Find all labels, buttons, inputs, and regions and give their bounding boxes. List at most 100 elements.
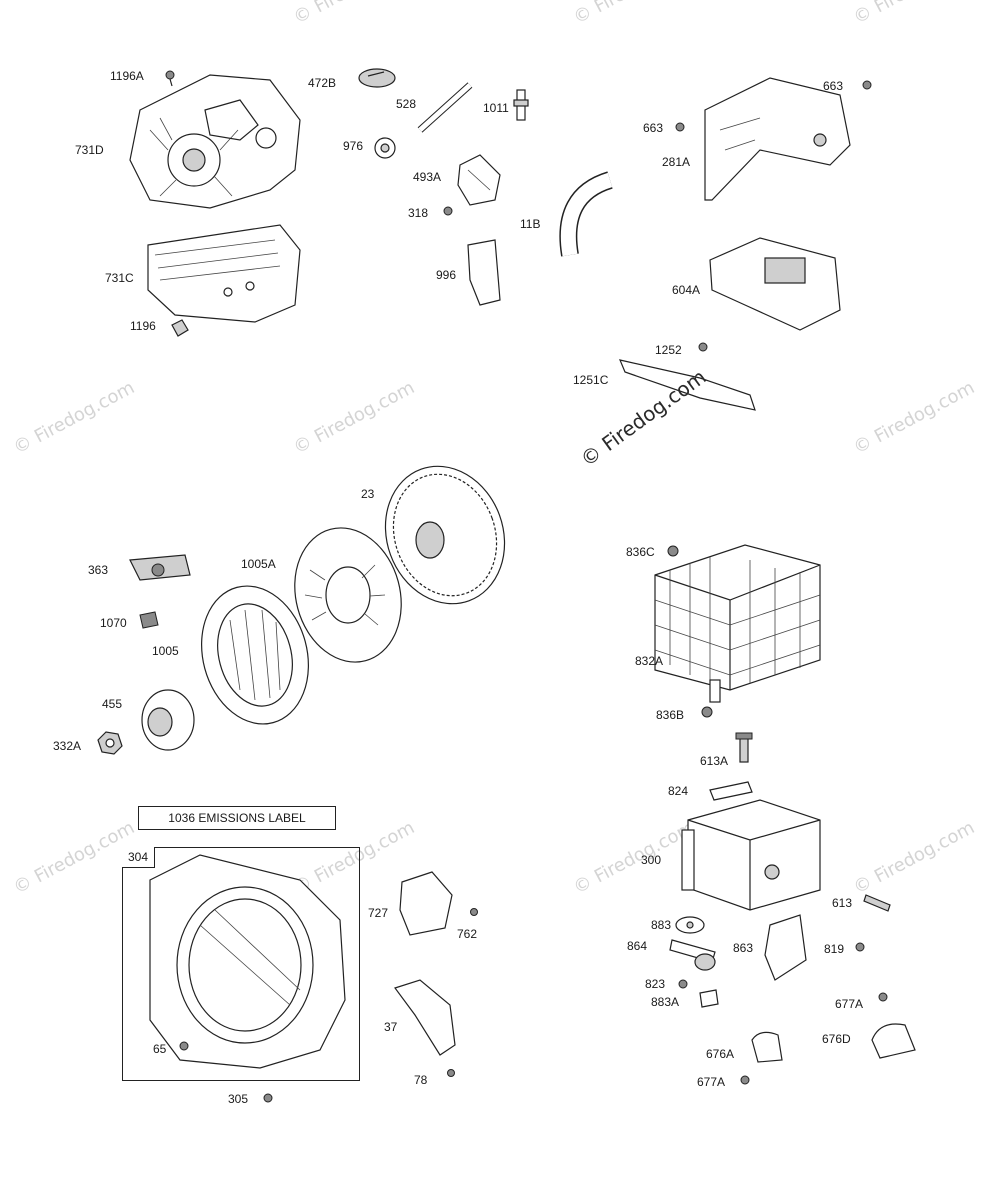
part-label: 604A — [672, 283, 701, 297]
part-528-hose — [417, 82, 473, 133]
part-label: 1196 — [130, 319, 156, 333]
part-label: 528 — [396, 97, 417, 111]
part-label: 731D — [75, 143, 104, 157]
frame-tag-304: 304 — [122, 847, 155, 868]
part-label: 677A — [697, 1075, 726, 1089]
part-1251C-bracket — [619, 359, 756, 411]
part-label: 731C — [105, 271, 134, 285]
part-864-flange — [669, 939, 716, 971]
part-label: 65 — [153, 1042, 167, 1056]
screw-677A-top — [878, 992, 888, 1002]
emissions-label: 1036 EMISSIONS LABEL — [138, 806, 336, 830]
screw-819 — [855, 942, 865, 952]
part-label: 11B — [520, 217, 541, 231]
part-832A-guard — [654, 544, 821, 703]
part-label: 318 — [408, 206, 429, 220]
screw-1070 — [139, 611, 159, 629]
part-731C-cover — [147, 224, 301, 323]
part-493A-bracket — [457, 154, 501, 206]
part-472B-cap — [358, 68, 396, 88]
screw-1196A — [165, 70, 175, 87]
screw-677A-bottom — [740, 1075, 750, 1085]
part-883-gasket — [675, 916, 705, 934]
part-label: 300 — [641, 853, 662, 867]
part-label: 832A — [635, 654, 664, 668]
part-label: 37 — [384, 1020, 398, 1034]
part-label: 676D — [822, 1032, 851, 1046]
part-label: 78 — [414, 1073, 428, 1087]
part-label: 976 — [343, 139, 364, 153]
screw-78 — [447, 1069, 455, 1077]
screw-318 — [443, 206, 453, 216]
part-23-flywheel — [384, 465, 506, 605]
screw-836B — [701, 706, 713, 718]
part-304-blower-housing — [149, 854, 346, 1069]
part-455-cup — [141, 689, 195, 751]
part-label: 1252 — [655, 343, 682, 357]
part-604A-shroud — [709, 237, 841, 331]
part-label: 305 — [228, 1092, 249, 1106]
part-label: 824 — [668, 784, 689, 798]
part-300-muffler — [681, 799, 821, 911]
part-label: 455 — [102, 697, 123, 711]
part-label: 1005A — [241, 557, 276, 571]
part-281A-shield — [704, 77, 851, 201]
screw-823 — [678, 979, 688, 989]
part-label: 836B — [656, 708, 685, 722]
part-label: 332A — [53, 739, 82, 753]
part-label: 663 — [823, 79, 844, 93]
part-676D-deflector — [871, 1023, 916, 1059]
part-863-bracket — [764, 914, 807, 981]
part-824-plate — [709, 781, 753, 801]
part-727-cover — [399, 871, 453, 936]
part-label: 363 — [88, 563, 109, 577]
part-label: 23 — [361, 487, 375, 501]
part-label: 864 — [627, 939, 648, 953]
bolt-613A — [735, 732, 753, 763]
part-1011-fitting — [513, 89, 529, 121]
screw-836C — [667, 545, 679, 557]
part-363-bracket — [129, 554, 191, 581]
screw-1196 — [171, 319, 189, 337]
part-label: 1196A — [110, 69, 144, 83]
part-label: 1070 — [100, 616, 127, 630]
part-label: 823 — [645, 977, 666, 991]
part-976-grommet — [374, 137, 396, 159]
part-label: 493A — [413, 170, 442, 184]
part-1005A-fan — [294, 527, 402, 663]
part-label: 676A — [706, 1047, 735, 1061]
part-label: 1011 — [483, 101, 509, 115]
part-label: 663 — [643, 121, 664, 135]
part-332A-nut — [97, 731, 123, 755]
part-label: 883 — [651, 918, 672, 932]
part-label: 281A — [662, 155, 691, 169]
part-676A-deflector — [751, 1031, 783, 1063]
part-label: 863 — [733, 941, 754, 955]
part-731D-shroud — [129, 74, 301, 209]
part-label: 1251C — [573, 373, 609, 387]
part-37-baffle — [394, 979, 456, 1056]
screw-663 — [862, 80, 872, 90]
screw-663b — [675, 122, 685, 132]
part-label: 883A — [651, 995, 680, 1009]
screw-1252 — [698, 342, 708, 352]
part-label: 727 — [368, 906, 389, 920]
part-label: 819 — [824, 942, 845, 956]
part-label: 613 — [832, 896, 853, 910]
part-996-plate — [467, 239, 501, 306]
part-304-frame — [122, 847, 360, 1081]
part-11B-hose — [559, 171, 613, 257]
part-1005-fan-ring — [201, 585, 309, 725]
part-label: 996 — [436, 268, 457, 282]
part-883A-gasket — [699, 989, 719, 1008]
screw-65 — [179, 1041, 189, 1051]
screw-762 — [470, 908, 478, 916]
part-label: 1005 — [152, 644, 179, 658]
part-label: 613A — [700, 754, 729, 768]
part-label: 762 — [457, 927, 478, 941]
screw-305 — [263, 1093, 273, 1103]
part-label: 472B — [308, 76, 337, 90]
bolt-613 — [863, 894, 891, 912]
part-label: 677A — [835, 997, 864, 1011]
